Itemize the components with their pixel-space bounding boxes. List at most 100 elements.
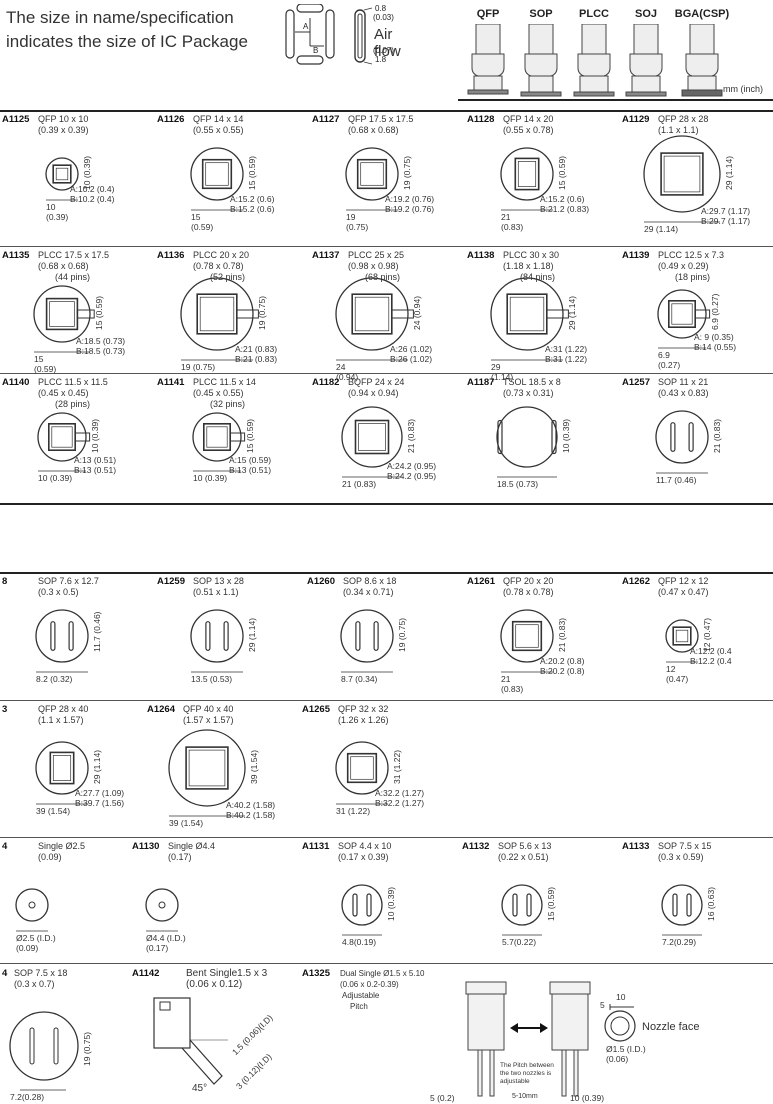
nozzle-square-inner	[663, 155, 701, 193]
dim-bottom: 4.8(0.19)	[342, 937, 377, 947]
nozzle-square-inner	[55, 167, 69, 181]
dim-vertical: 24 (0.94)	[412, 295, 422, 330]
dim-ab: A:15.2 (0.6)B:15.2 (0.6)	[230, 194, 275, 214]
nozzle-code: A1257	[622, 377, 650, 388]
nozzle-circle	[665, 619, 699, 653]
nozzle-code: A1141	[157, 377, 185, 388]
dim-bottom: 8.2 (0.32)	[36, 674, 73, 684]
nozzle-drawing	[496, 406, 558, 478]
nozzle-square	[667, 299, 696, 328]
pkg-label-soj: SOJ	[634, 8, 657, 20]
nozzle-code: A1182	[312, 377, 340, 388]
nozzle-spec: SOP 11 x 21(0.43 x 0.83)	[658, 377, 709, 398]
nozzle-square-inner	[49, 301, 75, 327]
nozzle-circle	[45, 157, 79, 191]
nozzle-plcc	[573, 24, 615, 97]
nozzle-code: A1264	[147, 704, 175, 715]
nozzle-cell-last-2: A1142 Bent Single1.5 x 3(0.06 x 0.12) 45…	[130, 966, 300, 1104]
nozzle-tab	[76, 309, 95, 319]
nozzle-drawing	[655, 410, 709, 474]
nozzle-code: A1131	[302, 841, 330, 852]
dim-vertical: 15 (0.59)	[546, 886, 556, 921]
nozzle-spec: PLCC 12.5 x 7.3(0.49 x 0.29)	[658, 250, 725, 271]
dim-vertical: 10 (0.39)	[386, 886, 396, 921]
pkg-label-plcc: PLCC	[579, 8, 609, 20]
nozzle-spec: QFP 28 x 28(1.1 x 1.1)	[658, 114, 709, 135]
rule-row-4	[0, 572, 773, 574]
dim-vertical: 15 (0.59)	[94, 295, 104, 330]
dim-ab: A:27.7 (1.09)B:39.7 (1.56)	[75, 788, 125, 808]
nozzle-code: A1126	[157, 114, 185, 125]
rule-row-6	[0, 837, 773, 838]
nozzle-drawing	[665, 619, 699, 663]
nozzle-drawing	[180, 277, 259, 361]
nozzle-spec: QFP 14 x 20(0.55 x 0.78)	[503, 114, 554, 135]
rule-row-3-bottom	[0, 503, 773, 505]
nozzle-hole	[158, 901, 166, 909]
dim-bottom: 21 (0.83)	[342, 479, 377, 489]
nozzle-circle	[341, 884, 383, 926]
nozzle-drawing	[192, 412, 246, 472]
dim-right: 10 (0.39)	[570, 1093, 605, 1103]
nozzle-circle	[168, 729, 246, 807]
nozzle-square-inner	[354, 296, 390, 332]
nozzle-spec: SOP 4.4 x 10(0.17 x 0.39)	[338, 841, 392, 862]
nozzle-tab	[391, 309, 414, 319]
nozzle-square-inner	[188, 749, 226, 787]
nozzle-circle	[35, 741, 89, 795]
dim-ab: A:20.2 (0.8)B:20.2 (0.8)	[540, 656, 585, 676]
nozzle-drawing	[341, 884, 383, 936]
dim-ab: A:32.2 (1.27)B:32.2 (1.27)	[375, 788, 425, 808]
dim-bottom: 15(0.59)	[191, 212, 214, 232]
intro-line-2: indicates the size of IC Package	[6, 32, 248, 51]
nozzle-code: A1133	[622, 841, 650, 852]
nozzle-code: 4	[2, 841, 8, 852]
nozzle-spec: Dual Single Ø1.5 x 5.10(0.06 x 0.2-0.39)…	[340, 969, 425, 1011]
dim-ab: A:21 (0.83)B:21 (0.83)	[235, 344, 278, 364]
nozzle-code: A1130	[132, 841, 160, 852]
nozzle-tab	[229, 432, 246, 442]
dim-bottom: Ø4.4 (I.D.)(0.17)	[146, 933, 186, 953]
nozzle-slot-right	[223, 621, 229, 651]
dim-vertical: 29 (1.14)	[724, 155, 734, 190]
airflow-dim-top: 0.8	[375, 4, 387, 13]
nozzle-square	[202, 422, 231, 451]
dim-bottom: 15(0.59)	[34, 354, 57, 374]
nozzle-cell-last-1: 4 SOP 7.5 x 18(0.3 x 0.7) 19 (0.75) 7.2(…	[0, 966, 150, 1104]
nozzle-circle	[37, 412, 87, 462]
nozzle-drawing	[45, 157, 79, 201]
nozzle-code: A1140	[2, 377, 30, 388]
nozzle-slot-right	[686, 893, 692, 917]
nozzle-code: A1262	[622, 576, 650, 587]
intro-text: The size in name/specification indicates…	[6, 6, 248, 54]
pkg-label-sop: SOP	[529, 8, 553, 20]
dim-bottom: 7.2(0.28)	[10, 1092, 45, 1102]
dim-ab: A:15.2 (0.6)B:21.2 (0.83)	[540, 194, 590, 214]
nozzle-soj	[625, 24, 667, 97]
dim-bottom: 39 (1.54)	[36, 806, 71, 816]
nozzle-spec: PLCC 17.5 x 17.5(0.68 x 0.68)	[38, 250, 110, 271]
nozzle-square	[52, 164, 72, 184]
nozzle-pins: (28 pins)	[55, 399, 91, 409]
nozzle-drawing	[335, 741, 389, 805]
dim-vertical: 19 (0.75)	[257, 295, 267, 330]
nozzle-circle	[33, 285, 91, 343]
nozzle-circle	[657, 289, 707, 339]
nozzle-spec: QFP 32 x 32(1.26 x 1.26)	[338, 704, 389, 725]
nozzle-code: A1260	[307, 576, 335, 587]
nozzle-code: A1132	[462, 841, 490, 852]
nozzle-code: A1325	[302, 968, 330, 979]
nozzle-spec: PLCC 11.5 x 14(0.45 x 0.55)	[193, 377, 256, 398]
nozzle-drawing	[9, 1011, 79, 1091]
nozzle-tab	[236, 309, 259, 319]
nozzle-circle	[192, 412, 242, 462]
nozzle-pins: (84 pins)	[520, 272, 556, 282]
nozzle-slot-right	[526, 893, 532, 917]
